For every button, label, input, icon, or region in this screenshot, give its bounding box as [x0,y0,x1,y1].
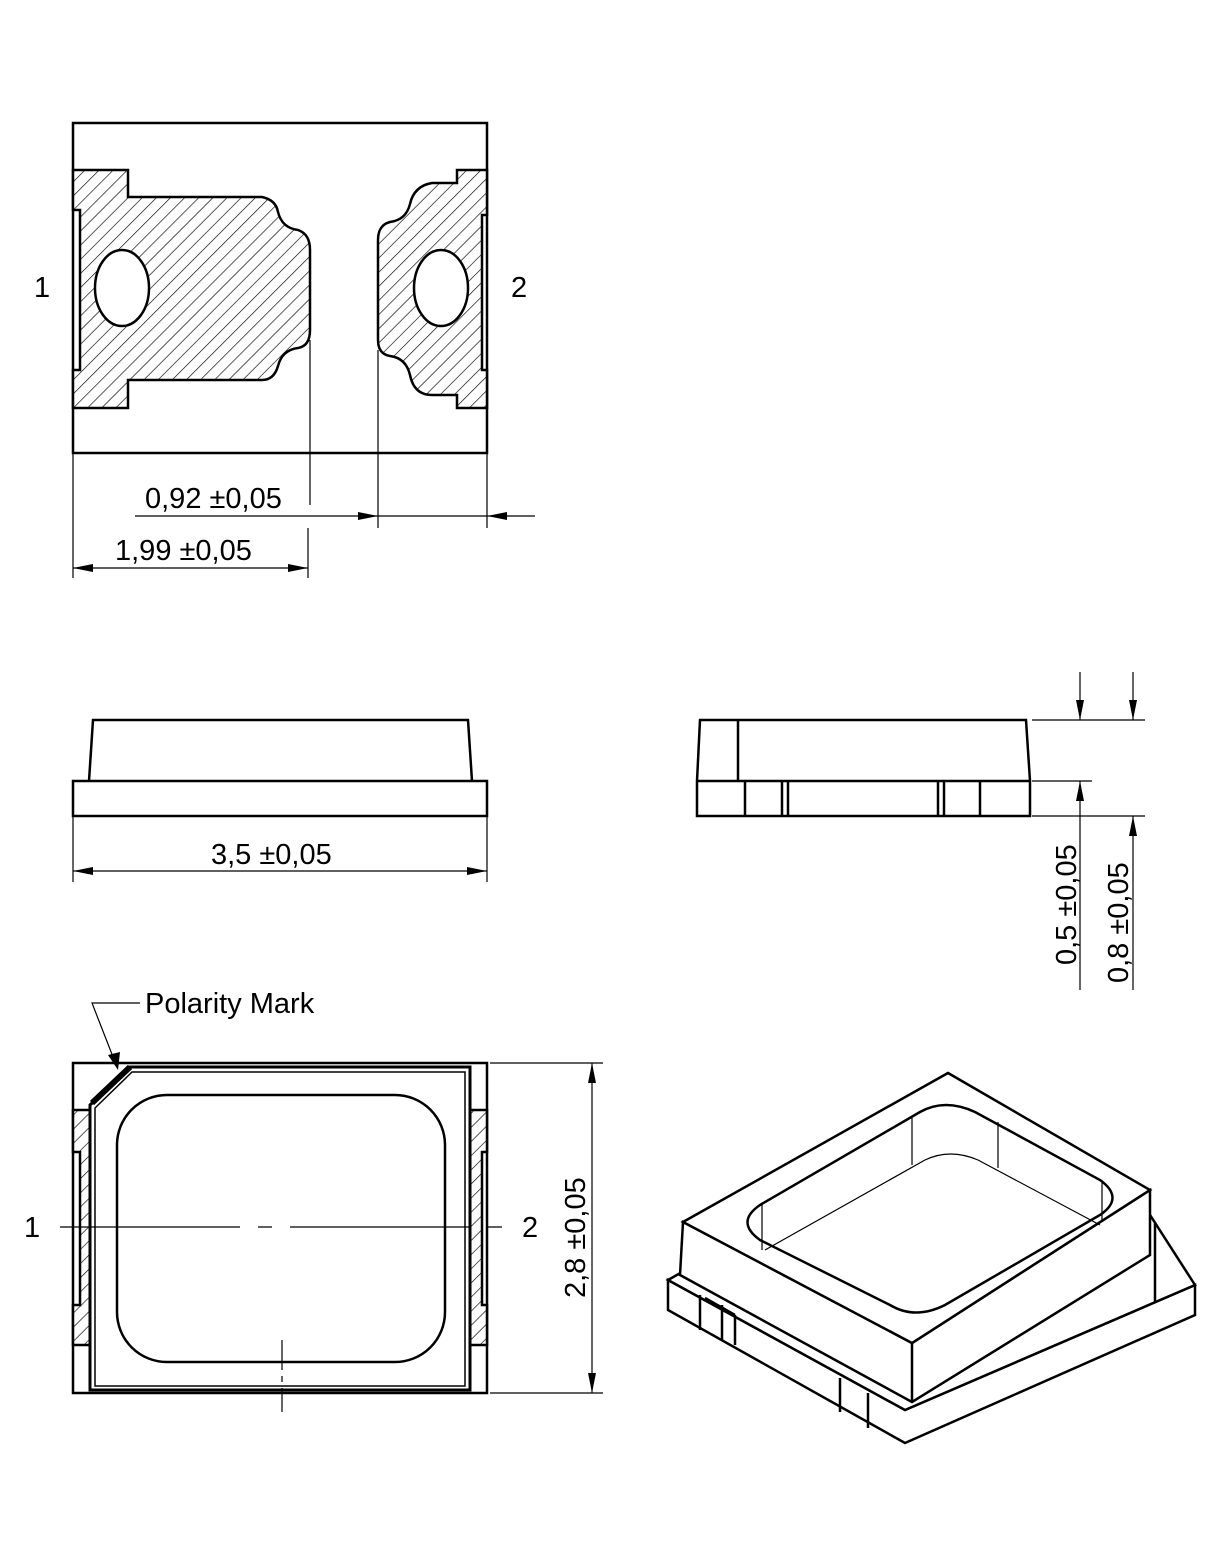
dim-length: 3,5 ±0,05 [211,839,332,871]
dim-pad-width: 1,99 ±0,05 [115,535,252,567]
pin-1-label: 1 [34,272,50,304]
polarity-mark [89,1064,133,1106]
lens-cavity [115,1093,447,1364]
side-view: 3,5 ±0,05 [71,718,489,882]
pad-1 [71,168,312,410]
dim-width: 2,8 ±0,05 [560,1177,592,1298]
pin-1-label-bottom: 1 [24,1212,40,1244]
pad-2-hole [412,248,470,328]
pin-2-label: 2 [511,272,527,304]
polarity-mark-label: Polarity Mark [145,988,315,1020]
end-view: 0,5 ±0,05 0,8 ±0,05 [695,672,1145,990]
package-outline [71,121,489,455]
dim-total-height: 0,8 ±0,05 [1103,862,1135,983]
top-view: 1 2 0,92 ±0,05 1,99 ±0,05 [34,121,535,578]
pad-2-strip [468,1108,489,1347]
isometric-view [665,1071,1197,1445]
dim-pad-gap: 0,92 ±0,05 [145,483,282,515]
pad-1-hole [93,248,151,328]
dim-base-height: 0,5 ±0,05 [1051,844,1083,965]
bottom-view: 1 2 Polarity Mark 2,8 ±0,05 [24,988,603,1412]
pin-2-label-bottom: 2 [522,1212,538,1244]
